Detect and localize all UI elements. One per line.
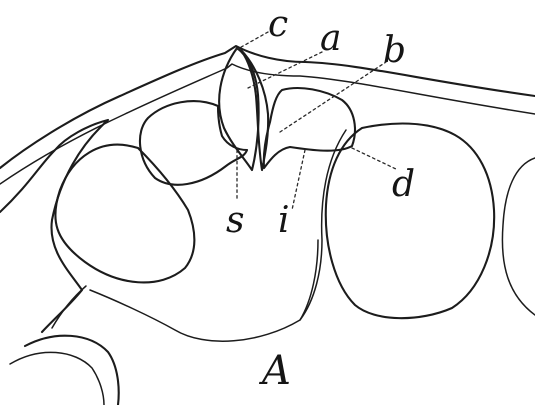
chamber-right-wall <box>300 240 318 320</box>
label-s: s <box>226 200 244 241</box>
leader-a <box>248 52 322 88</box>
label-a: a <box>320 18 341 59</box>
label-i: i <box>278 200 290 241</box>
epidermal-cell-left <box>55 145 194 283</box>
cell-bottom-left-inner <box>10 352 104 405</box>
subsidiary-cell-left <box>140 101 247 185</box>
cell-bottom-left <box>25 336 119 405</box>
label-A: A <box>258 348 291 394</box>
label-c: c <box>268 4 288 45</box>
leader-b <box>280 62 386 132</box>
subsidiary-cell-right <box>264 88 355 168</box>
cell-wall-A-lower <box>90 130 346 341</box>
label-d: d <box>392 164 415 205</box>
epidermal-cell-right <box>326 124 494 319</box>
leader-c <box>236 32 268 50</box>
neighbor-cell-right-edge <box>502 158 535 315</box>
leader-i <box>292 150 305 210</box>
label-b: b <box>383 30 406 71</box>
